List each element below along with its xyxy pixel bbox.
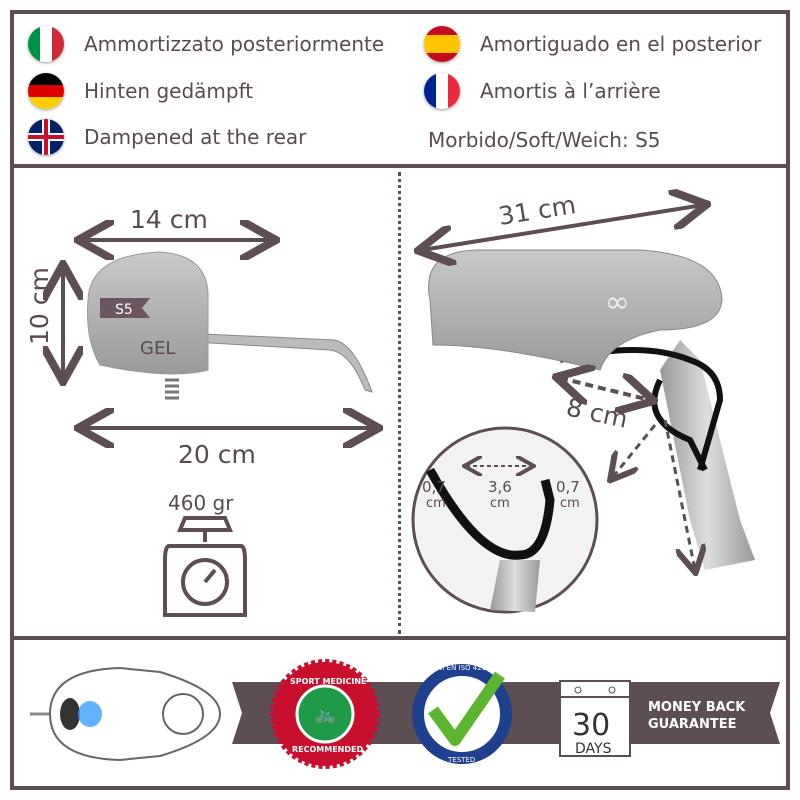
lang-spanish: Amortiguado en el posterior	[424, 26, 761, 62]
gap-arrow	[560, 378, 650, 400]
guarantee-line1: MONEY BACK	[648, 700, 746, 715]
scale-icon	[163, 516, 247, 617]
gap-dim: 8 cm	[564, 393, 631, 434]
lang-italian: Ammortizzato posteriormente	[28, 26, 384, 62]
iso-badge: UNI EN ISO 4210-9 TESTED	[412, 664, 512, 764]
lang-text: Ammortizzato posteriormente	[84, 32, 385, 56]
germany-flag-icon	[28, 73, 64, 109]
detail-unit: cm	[560, 496, 580, 511]
detail-left-value: 0,7	[422, 478, 446, 496]
saddle-width-arrow	[422, 205, 703, 250]
lang-french: Amortis à l’arrière	[424, 73, 661, 109]
spain-flag-icon	[424, 26, 460, 62]
lang-text: Amortiguado en el posterior	[480, 32, 762, 56]
france-flag-icon	[424, 73, 460, 109]
top-saddle-illustration: ∞	[428, 249, 755, 570]
iso-top-text: UNI EN ISO 4210-9	[432, 664, 498, 672]
sport-medicine-top-text: SPORT MEDICINE	[290, 677, 367, 686]
width-dim: 14 cm	[130, 205, 208, 234]
panel-divider	[398, 172, 401, 634]
detail-right-value: 0,7	[556, 478, 580, 496]
detail-unit: cm	[426, 496, 446, 511]
lang-english: Dampened at the rear	[28, 119, 306, 155]
lang-text: Hinten gedämpft	[84, 79, 254, 103]
sport-medicine-badge: 🚲 SPORT MEDICINE RECOMMENDED	[270, 659, 380, 769]
checkmark-icon	[428, 671, 505, 746]
height-dim: 10 cm	[25, 267, 54, 345]
badges-panel	[10, 636, 790, 790]
lang-text: Dampened at the rear	[84, 125, 307, 149]
iso-bottom-text: TESTED	[447, 756, 475, 764]
lang-german: Hinten gedämpft	[28, 73, 253, 109]
saddle-width-dim: 31 cm	[496, 190, 577, 231]
length-dim: 20 cm	[178, 440, 256, 469]
gel-label: GEL	[140, 338, 175, 359]
infinity-logo-icon: ∞	[605, 285, 630, 320]
bicycle-icon: 🚲	[314, 704, 336, 725]
days-label: DAYS	[575, 741, 612, 757]
weight-label: 460 gr	[168, 491, 234, 515]
sport-medicine-bottom-text: RECOMMENDED	[292, 745, 363, 754]
lang-text: Amortis à l’arrière	[480, 79, 661, 103]
softness-label: Morbido/Soft/Weich: S5	[428, 128, 661, 152]
spring-icon	[165, 378, 179, 400]
rider-topview-icon	[30, 666, 222, 762]
detail-unit: cm	[490, 496, 510, 511]
days-number: 30	[572, 708, 610, 743]
calendar-icon: 30 DAYS	[559, 680, 631, 757]
detail-magnifier: 0,7 cm 3,6 cm 0,7 cm	[411, 426, 599, 614]
detail-middle-value: 3,6	[488, 478, 512, 496]
side-saddle-illustration: S5 GEL	[87, 251, 373, 400]
guarantee-line2: GUARANTEE	[648, 717, 736, 732]
uk-flag-icon	[28, 119, 64, 155]
s5-badge: S5	[115, 302, 133, 318]
italy-flag-icon	[28, 26, 64, 62]
